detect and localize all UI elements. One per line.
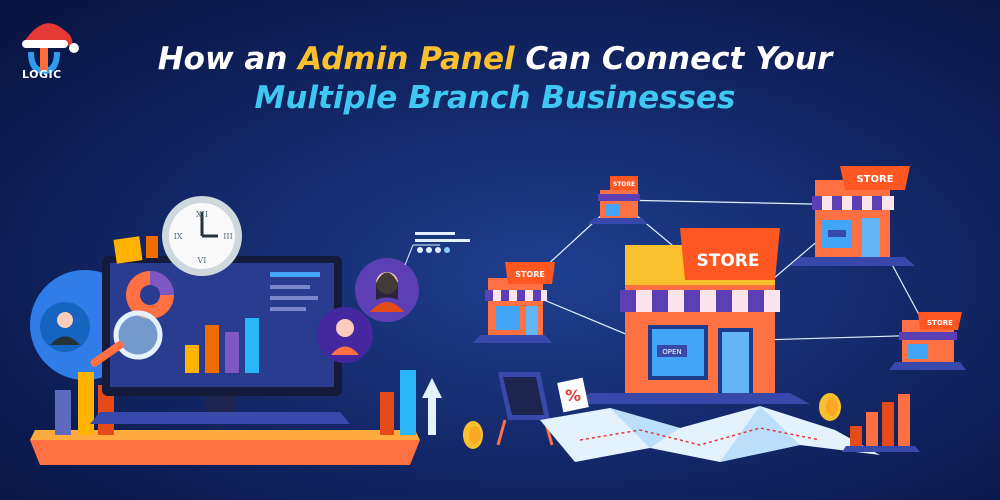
store-icon: STORE <box>588 176 648 224</box>
arrow-up-icon <box>422 378 442 435</box>
clock-numeral-6: VI <box>197 256 207 265</box>
desk-top <box>30 440 420 465</box>
coin-icon <box>819 393 841 421</box>
store-sign: STORE <box>927 319 953 327</box>
map-icon <box>540 406 880 462</box>
admin-desk-illustration: XII III VI IX <box>30 196 470 465</box>
store-icon: STORE <box>473 262 555 343</box>
clock-numeral-9: IX <box>174 232 183 241</box>
signboard-icon <box>496 372 554 446</box>
user-avatar-icon <box>40 302 90 352</box>
clock-numeral-3: III <box>223 232 232 241</box>
headline-line-1-post: Can Connect Your <box>514 41 833 77</box>
main-store-sign: STORE <box>697 251 760 271</box>
clock-icon: XII III VI IX <box>162 196 242 276</box>
store-sign: STORE <box>515 270 545 279</box>
coin-icon <box>463 421 483 449</box>
santa-hat-logo-icon <box>22 23 79 74</box>
store-icon: STORE <box>889 312 966 370</box>
headline: How an Admin Panel Can Connect Your Mult… <box>0 40 1000 118</box>
sticky-note <box>113 236 143 264</box>
headline-line-1-pre: How an <box>157 41 299 77</box>
clock-numeral-12: XII <box>196 210 208 219</box>
headline-line-2: Multiple Branch Businesses <box>254 80 736 116</box>
user-avatar-icon <box>317 307 373 363</box>
svg-text:%: % <box>565 386 581 405</box>
store-network-illustration: STORE OPEN STORE <box>463 166 966 462</box>
store-sign: STORE <box>613 181 635 188</box>
headline-accent: Admin Panel <box>298 41 515 77</box>
magnifier-icon <box>90 310 163 367</box>
discount-tag-icon: % <box>557 377 589 413</box>
bar-chart-icon <box>55 390 71 435</box>
store-icon: STORE OPEN <box>570 228 810 404</box>
store-icon: STORE <box>790 166 915 266</box>
headline-line-1: How an Admin Panel Can Connect Your <box>0 40 1000 78</box>
bar-chart-icon <box>842 394 920 452</box>
logo-text: LOGIC <box>22 68 62 81</box>
open-sign: OPEN <box>662 348 681 356</box>
store-sign: STORE <box>856 174 893 185</box>
user-avatar-icon <box>355 258 419 322</box>
